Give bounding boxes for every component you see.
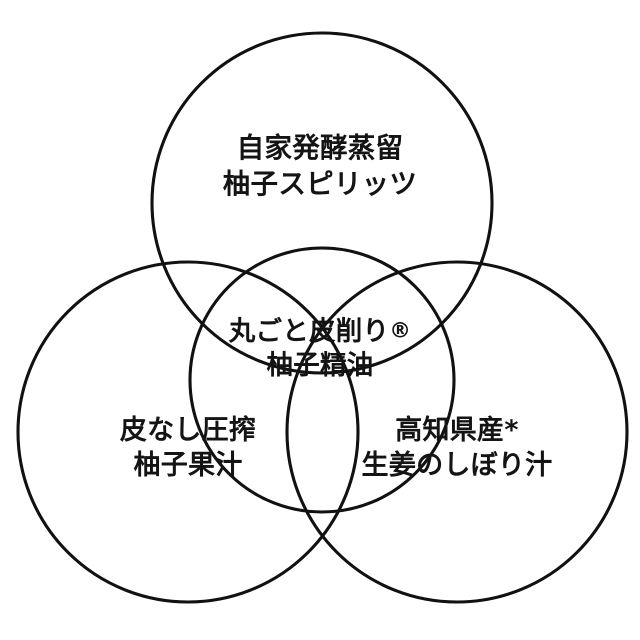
label-bottom-right-line2: 生姜のしぼり汁: [361, 450, 553, 482]
label-top-line1: 自家発酵蒸留: [236, 132, 404, 164]
label-bottom-left-line1: 皮なし圧搾: [119, 415, 257, 446]
label-bottom-left-line2: 柚子果汁: [133, 450, 243, 482]
venn-circle-top: [150, 31, 494, 375]
label-bottom-right-circle: 高知県産* 生姜のしぼり汁: [287, 413, 627, 483]
label-bottom-left-circle: 皮なし圧搾 柚子果汁: [18, 413, 358, 483]
label-bottom-right-line1: 高知県産*: [395, 415, 519, 446]
label-center-line2: 柚子精油: [266, 350, 374, 382]
label-top-line2: 柚子スピリッツ: [222, 167, 418, 200]
venn-circle-bottom-left: [16, 260, 360, 604]
venn-circle-bottom-right: [285, 260, 629, 604]
label-center-circle: 丸ごと皮削り® 柚子精油: [0, 315, 640, 384]
label-center-line1-wrapper: 丸ごと皮削り®: [0, 315, 640, 349]
label-center-line1: 丸ごと皮削り: [228, 316, 390, 347]
venn-circle-center: [188, 246, 456, 514]
registered-trademark-icon: ®: [389, 318, 412, 344]
label-top-circle: 自家発酵蒸留 柚子スピリッツ: [0, 131, 640, 203]
